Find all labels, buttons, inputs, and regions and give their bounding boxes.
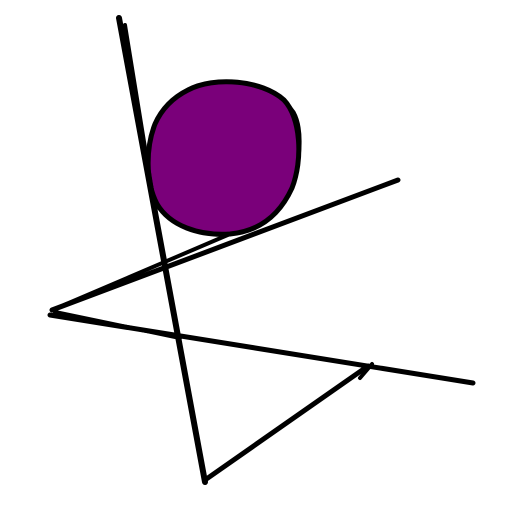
long-diagonal-stroke — [116, 15, 208, 485]
lower-return-stroke-overdraw — [358, 362, 374, 380]
long-diagonal-stroke-overdraw — [123, 23, 162, 242]
zigzag-line-shape — [47, 15, 476, 485]
upper-rising-stroke — [49, 177, 401, 313]
upper-rising-stroke-overdraw — [62, 232, 232, 307]
lower-return-stroke — [202, 363, 371, 483]
filled-circle-shape — [145, 79, 302, 237]
circle-fill — [147, 81, 302, 234]
circle-outline-overdraw — [204, 80, 302, 182]
long-descending-stroke-overdraw — [53, 310, 182, 340]
